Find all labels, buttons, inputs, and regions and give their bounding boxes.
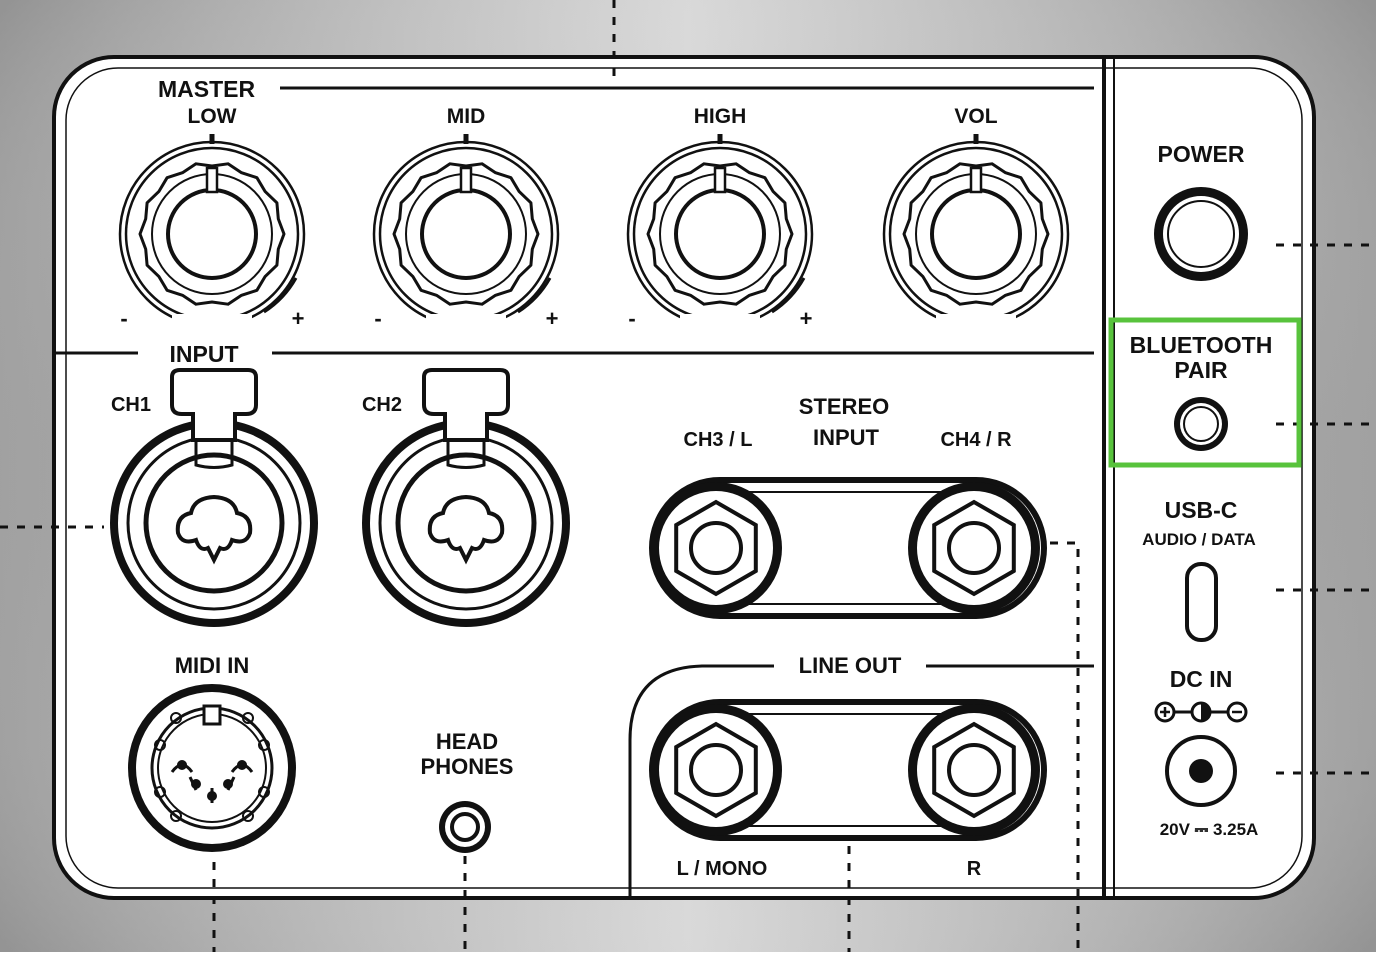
- power-label: POWER: [1158, 141, 1245, 167]
- knob-minus-label: -: [374, 306, 381, 331]
- headphones-jack[interactable]: HEAD PHONES: [421, 729, 514, 853]
- knob-pointer: [969, 166, 983, 194]
- knob-label: MID: [447, 105, 486, 128]
- knob-plus-label: +: [546, 306, 559, 331]
- line-out-left-jack[interactable]: [650, 704, 782, 836]
- stereo-label-line1: STEREO: [799, 394, 889, 419]
- knob-scale-gap: [680, 314, 760, 334]
- knob-label: LOW: [188, 105, 237, 128]
- knob-vol[interactable]: VOL: [882, 105, 1070, 334]
- knob-ramp-mark: [263, 277, 298, 314]
- line-out-title: LINE OUT: [799, 653, 902, 678]
- knob-scale-gap: [936, 314, 1016, 334]
- bluetooth-label-line2: PAIR: [1174, 357, 1228, 383]
- usb-c-port[interactable]: [1185, 562, 1218, 642]
- dc-title: DC IN: [1170, 666, 1233, 692]
- usb-title: USB-C: [1165, 497, 1238, 523]
- dc-polarity-icon: [1154, 701, 1248, 723]
- input-section: INPUT CH1 CH2 STEREO INPUT CH: [54, 341, 1094, 627]
- line-out-right-jack[interactable]: [908, 704, 1040, 836]
- knob-label: VOL: [954, 105, 997, 128]
- bluetooth-highlight-box: [1108, 317, 1302, 468]
- ch1-combo-jack[interactable]: CH1: [110, 368, 318, 627]
- ch4-jack[interactable]: [908, 482, 1040, 614]
- master-title: MASTER: [158, 76, 256, 102]
- knob-mid[interactable]: MID - +: [372, 105, 560, 334]
- usb-subtitle: AUDIO / DATA: [1142, 530, 1256, 549]
- knob-cap: [930, 188, 1022, 280]
- dc-rating: 20V ⎓ 3.25A: [1160, 820, 1259, 839]
- midi-label: MIDI IN: [175, 653, 250, 678]
- knob-ramp-mark: [517, 277, 552, 314]
- knob-low[interactable]: LOW - +: [118, 105, 306, 334]
- knob-pointer: [459, 166, 473, 194]
- line-out-section: LINE OUT L / MONO R: [628, 653, 1094, 898]
- knob-plus-label: +: [800, 306, 813, 331]
- knob-cap: [166, 188, 258, 280]
- knob-label: HIGH: [694, 105, 747, 128]
- knob-high[interactable]: HIGH - +: [626, 105, 814, 334]
- knob-minus-label: -: [628, 306, 635, 331]
- knob-cap: [674, 188, 766, 280]
- ch4-label: CH4 / R: [940, 429, 1012, 451]
- knob-scale-gap: [426, 314, 506, 334]
- knob-minus-label: -: [120, 306, 127, 331]
- knob-plus-label: +: [292, 306, 305, 331]
- input-title: INPUT: [170, 341, 239, 367]
- stereo-input: STEREO INPUT CH3 / L CH4 / R: [649, 394, 1047, 619]
- knob-ramp-mark: [771, 277, 806, 314]
- knob-pointer: [713, 166, 727, 194]
- line-out-right-label: R: [967, 858, 982, 880]
- power-button[interactable]: [1154, 187, 1248, 281]
- ch3-label: CH3 / L: [684, 429, 753, 451]
- midi-in-port[interactable]: MIDI IN: [128, 653, 296, 852]
- knob-cap: [420, 188, 512, 280]
- stereo-label-line2: INPUT: [813, 425, 880, 450]
- side-column: POWER BLUETOOTH PAIR USB-C AUDIO / DATA …: [1108, 141, 1302, 839]
- line-out-left-label: L / MONO: [677, 858, 768, 880]
- ch1-label: CH1: [111, 394, 151, 416]
- knob-scale-gap: [172, 314, 252, 334]
- headphones-line2: PHONES: [421, 754, 514, 779]
- knob-pointer: [205, 166, 219, 194]
- ch2-label: CH2: [362, 394, 402, 416]
- master-section: MASTER LOW - + MID - + HIGH - + VOL: [118, 76, 1094, 334]
- ch2-combo-jack[interactable]: CH2: [362, 368, 570, 627]
- dc-in-port[interactable]: [1165, 735, 1237, 807]
- bluetooth-pair-button[interactable]: [1174, 397, 1228, 451]
- ch3-jack[interactable]: [650, 482, 782, 614]
- bluetooth-label-line1: BLUETOOTH: [1130, 332, 1273, 358]
- headphones-line1: HEAD: [436, 729, 498, 754]
